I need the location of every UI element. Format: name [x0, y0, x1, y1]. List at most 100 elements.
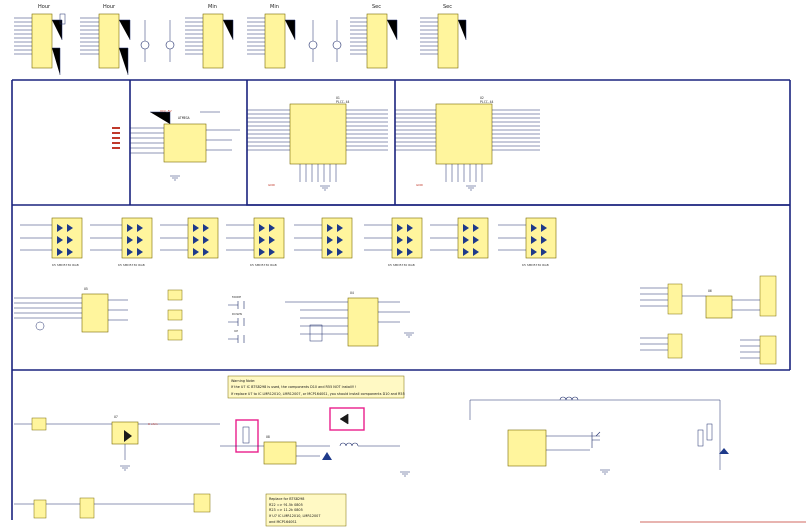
- neon-lamp-icon: [308, 40, 318, 50]
- gnd-label: GND: [416, 183, 424, 187]
- battery-icon: [309, 324, 323, 342]
- led-icon: [137, 224, 143, 256]
- nixie-socket: [264, 13, 286, 69]
- digit-column-2: Hour: [80, 4, 175, 75]
- nixie-socket: [202, 13, 224, 69]
- ic-title: U4: [350, 291, 354, 295]
- crystal-icon: [35, 321, 45, 331]
- regulator-icon: [124, 430, 132, 442]
- led-block-5: [294, 217, 353, 259]
- inductor-icon: [339, 442, 359, 447]
- u1-plcc: U1 PLCC-44: [247, 96, 388, 182]
- replace-note-line: If U7 IC LMR12010, LMR12007: [269, 514, 321, 518]
- ic-title: U2: [480, 96, 484, 100]
- digit-column-4: Min: [247, 4, 342, 69]
- led-icon: [397, 224, 403, 256]
- ic-title: U5: [84, 287, 88, 291]
- buck-section: [469, 396, 729, 470]
- nixie-socket: [437, 13, 459, 69]
- buttons-panel: MODE DOWN UP: [167, 289, 245, 343]
- nixie-socket: [98, 13, 120, 69]
- digit-column-label: Hour: [38, 4, 51, 10]
- nixie-socket: [31, 13, 53, 69]
- gnd-labels: GND GND VCC_5V 0 ohm: [148, 109, 424, 426]
- ic-title: U6: [708, 289, 712, 293]
- led-icon: [67, 224, 73, 256]
- led-block-4: K5 SMD5730 RGB: [226, 217, 285, 267]
- led-part-label: K5 SMD5730 RGB: [52, 263, 79, 267]
- mosfet-icon: [591, 431, 601, 448]
- led-icon: [531, 224, 537, 256]
- digit-column-label: Sec: [372, 4, 381, 10]
- led-block-7: [430, 217, 489, 259]
- led-icon: [193, 224, 199, 256]
- u8-boost: U8: [220, 435, 330, 465]
- digit-column-label: Min: [270, 4, 279, 10]
- ic-part: ATMEGA: [178, 116, 190, 120]
- ic-title: U7: [114, 415, 118, 419]
- replace-note: Replace for BTS8298 R22 => 91.5k 0805 R2…: [265, 493, 347, 527]
- down-button[interactable]: DOWN: [228, 312, 245, 326]
- led-block-8: K5 SMD5730 RGB: [498, 217, 557, 267]
- neon-lamp-icon: [140, 40, 150, 50]
- mode-button-label: MODE: [232, 295, 241, 299]
- digit-column-label: Sec: [443, 4, 452, 10]
- bus-lines: [11, 79, 791, 520]
- led-icon: [269, 224, 275, 256]
- digit-column-label: Min: [208, 4, 217, 10]
- u4-rtc: U4: [285, 291, 410, 347]
- ic-title: U1: [336, 96, 340, 100]
- led-icon: [473, 224, 479, 256]
- replace-note-line: and MCP1640S1: [269, 520, 297, 524]
- warning-note-title: Warning Note:: [231, 379, 255, 383]
- led-icon: [322, 452, 332, 460]
- led-part-label: K5 SMD5730 RGB: [522, 263, 549, 267]
- led-block-1: K5 SMD5730 RGB: [20, 217, 83, 267]
- neon-lamp-icon: [332, 40, 342, 50]
- led-block-2: K5 SMD5730 RGB: [90, 217, 153, 267]
- led-part-label: K5 SMD5730 RGB: [118, 263, 145, 267]
- digit-column-6: Sec: [420, 4, 467, 69]
- led-icon: [259, 224, 265, 256]
- led-icon: [127, 224, 133, 256]
- u3-mcu: U3 ATMEGA: [112, 111, 240, 163]
- zero-ohm-label: 0 ohm: [148, 422, 158, 426]
- led-part-label: K5 SMD5730 RGB: [388, 263, 415, 267]
- led-block-6: K5 SMD5730 RGB: [364, 217, 423, 267]
- up-button-label: UP: [234, 329, 238, 333]
- highlighted-diode-right: [329, 407, 365, 431]
- up-button[interactable]: UP: [228, 329, 245, 343]
- u5-shift: U5: [14, 287, 128, 333]
- u2-plcc: U2 PLCC-44: [395, 96, 540, 182]
- led-part-label: K5 SMD5730 RGB: [250, 263, 277, 267]
- led-driver-row: K5 SMD5730 RGB K5 SMD5730 RGB K5 SMD5730…: [20, 217, 557, 267]
- digit-column-label: Hour: [103, 4, 116, 10]
- led-icon: [57, 224, 63, 256]
- neon-lamp-icon: [165, 40, 175, 50]
- highlighted-resistor-left: [235, 419, 259, 453]
- u6-rs232: U6: [640, 275, 777, 365]
- warning-note: Warning Note: If the U7 IC BTS8298 is us…: [227, 375, 405, 399]
- ic-part: PLCC-44: [336, 100, 350, 104]
- power-section: Warning Note: If the U7 IC BTS8298 is us…: [14, 375, 806, 527]
- led-icon: [719, 448, 729, 454]
- gnd-symbols: [120, 175, 610, 477]
- replace-note-line: R23 => 11.2k 0805: [269, 508, 303, 512]
- replace-note-line: Replace for BTS8298: [269, 497, 304, 501]
- down-button-label: DOWN: [232, 312, 242, 316]
- digit-column-1: Hour: [14, 4, 66, 75]
- led-icon: [407, 224, 413, 256]
- mode-button[interactable]: MODE: [228, 295, 245, 309]
- gnd-label: GND: [268, 183, 276, 187]
- vcc-label: VCC_5V: [160, 109, 173, 113]
- ic-part: PLCC-44: [480, 100, 494, 104]
- replace-note-line: R22 => 91.5k 0805: [269, 503, 303, 507]
- led-icon: [463, 224, 469, 256]
- led-block-3: [160, 217, 219, 259]
- inductor-icon: [559, 396, 579, 401]
- digit-column-3: Min: [185, 4, 234, 69]
- digit-columns: Hour Hour Min: [14, 4, 467, 75]
- led-icon: [541, 224, 547, 256]
- warning-note-line: If replace U7 to IC LMR12010, LMR12007, …: [231, 392, 405, 396]
